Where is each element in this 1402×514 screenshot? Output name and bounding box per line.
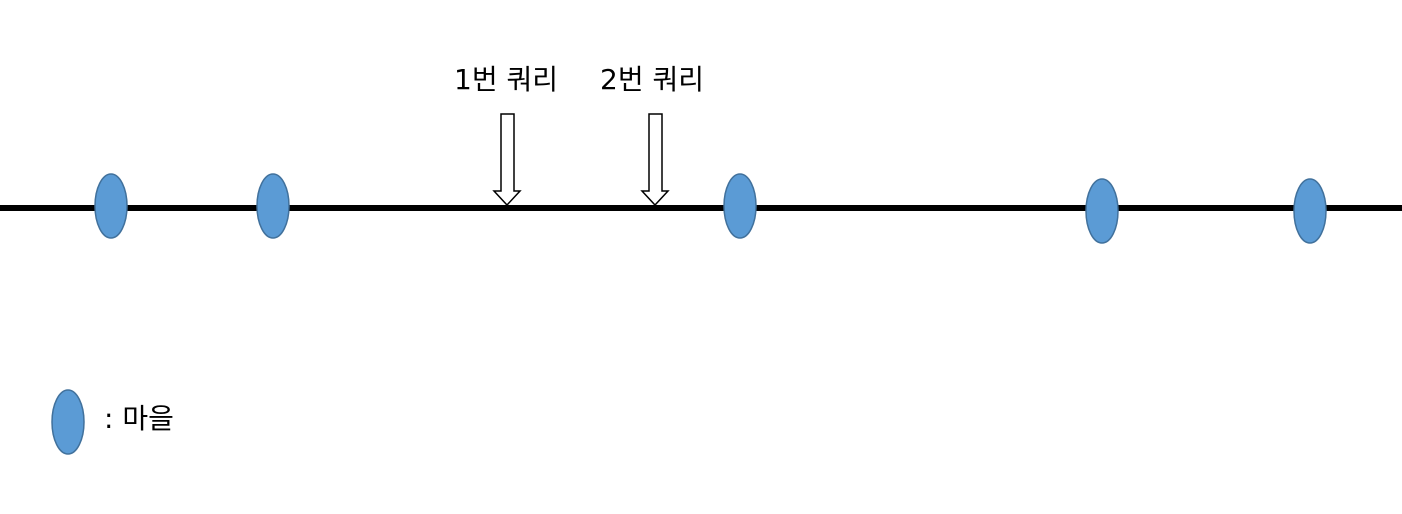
query-1-arrow	[492, 113, 522, 207]
query-2-arrow	[640, 113, 670, 207]
query-1-label: 1번 쿼리	[454, 63, 558, 96]
legend-village-icon	[51, 389, 85, 455]
query-2-label: 2번 쿼리	[600, 63, 704, 96]
village-marker	[256, 173, 290, 239]
village-marker	[1085, 178, 1119, 244]
village-marker	[1293, 178, 1327, 244]
village-marker	[94, 173, 128, 239]
legend-label: : 마을	[104, 402, 174, 435]
village-marker	[723, 173, 757, 239]
